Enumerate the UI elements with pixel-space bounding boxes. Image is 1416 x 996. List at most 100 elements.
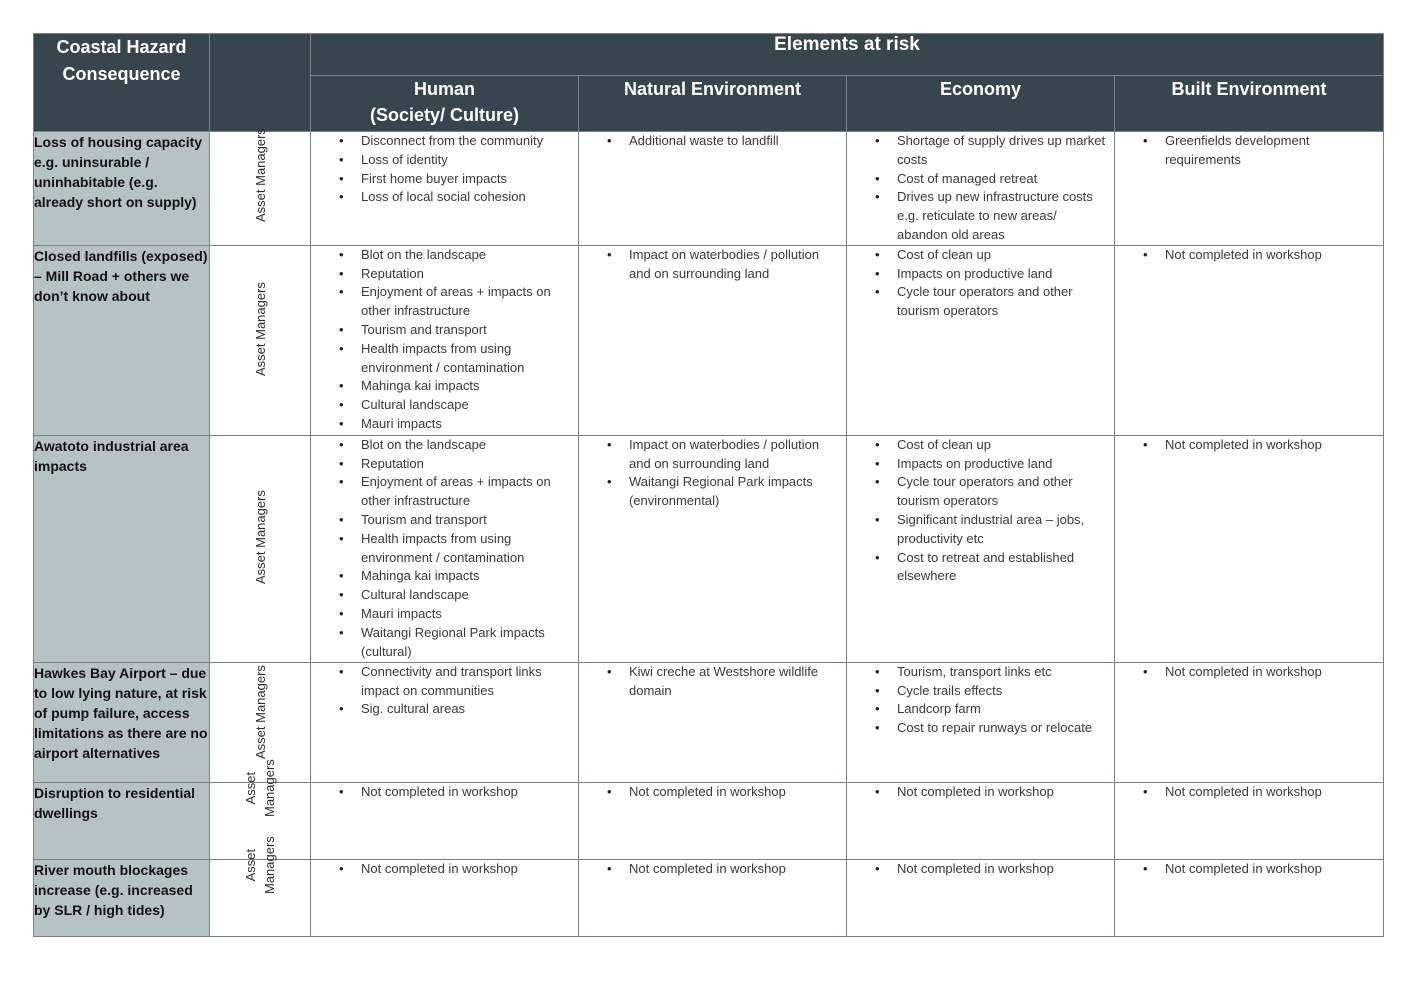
list-item: Cycle tour operators and other tourism o…: [875, 283, 1108, 321]
list-item: Cultural landscape: [339, 586, 572, 605]
hazard-cell: Closed landfills (exposed) – Mill Road +…: [33, 244, 210, 436]
hazard-header-line1: Coastal Hazard: [56, 37, 187, 57]
table-row: River mouth blockages increase (e.g. inc…: [33, 836, 1384, 937]
role-cell: Asset Managers: [209, 836, 311, 937]
role-label: Asset Managers: [241, 759, 279, 817]
human-cell: Not completed in workshop: [310, 858, 579, 937]
table-row: Loss of housing capacity e.g. uninsurabl…: [33, 128, 1384, 246]
list-item: Blot on the landscape: [339, 246, 572, 265]
list-item: Tourism and transport: [339, 511, 572, 530]
natural-environment-cell: Not completed in workshop: [578, 858, 847, 937]
list-item: Loss of local social cohesion: [339, 188, 572, 207]
built-environment-cell: Not completed in workshop: [1114, 781, 1384, 860]
list-item: Landcorp farm: [875, 700, 1108, 719]
economy-cell: Tourism, transport links etcCycle trails…: [846, 661, 1115, 783]
human-cell: Blot on the landscapeReputationEnjoyment…: [310, 244, 579, 436]
list-item: Cost of managed retreat: [875, 170, 1108, 189]
list-item: Mauri impacts: [339, 605, 572, 624]
coastal-hazard-table: Coastal Hazard Consequence Elements at r…: [33, 33, 1384, 937]
list-item: Impact on waterbodies / pollution and on…: [607, 436, 840, 474]
human-cell: Blot on the landscapeReputationEnjoyment…: [310, 434, 579, 663]
list-item: Additional waste to landfill: [607, 132, 840, 151]
built-environment-cell: Not completed in workshop: [1114, 434, 1384, 663]
list-item: Cost to retreat and established elsewher…: [875, 549, 1108, 587]
list-item: Cycle trails effects: [875, 682, 1108, 701]
list-item: Shortage of supply drives up market cost…: [875, 132, 1108, 170]
human-column-header: Human (Society/ Culture): [310, 75, 579, 132]
human-header-line1: Human: [413, 79, 475, 99]
list-item: Mauri impacts: [339, 415, 572, 434]
list-item: Enjoyment of areas + impacts on other in…: [339, 283, 572, 321]
hazard-cell: River mouth blockages increase (e.g. inc…: [33, 858, 210, 937]
table-header: Coastal Hazard Consequence Elements at r…: [33, 33, 1384, 132]
list-item: Cost of clean up: [875, 436, 1108, 455]
list-item: Impacts on productive land: [875, 455, 1108, 474]
list-item: Blot on the landscape: [339, 436, 572, 455]
economy-cell: Shortage of supply drives up market cost…: [846, 131, 1115, 246]
list-item: Tourism and transport: [339, 321, 572, 340]
list-item: Disconnect from the community: [339, 132, 572, 151]
built-environment-cell: Not completed in workshop: [1114, 858, 1384, 937]
list-item: Cost of clean up: [875, 246, 1108, 265]
list-item: Health impacts from using environment / …: [339, 530, 572, 568]
list-item: Reputation: [339, 455, 572, 474]
built-environment-column-header: Built Environment: [1114, 75, 1384, 132]
role-label-line1: Asset: [243, 848, 258, 882]
natural-environment-cell: Not completed in workshop: [578, 781, 847, 860]
list-item: Waitangi Regional Park impacts (environm…: [607, 473, 840, 511]
list-item: Sig. cultural areas: [339, 700, 572, 719]
hazard-cell: Loss of housing capacity e.g. uninsurabl…: [33, 131, 210, 246]
role-label-line2: Managers: [262, 835, 277, 894]
list-item: Greenfields development requirements: [1143, 132, 1377, 170]
natural-environment-cell: Additional waste to landfill: [578, 131, 847, 246]
economy-column-header: Economy: [846, 75, 1115, 132]
human-cell: Disconnect from the communityLoss of ide…: [310, 131, 579, 246]
list-item: Cost to repair runways or relocate: [875, 719, 1108, 738]
economy-cell: Not completed in workshop: [846, 858, 1115, 937]
list-item: Kiwi creche at Westshore wildlife domain: [607, 663, 840, 701]
built-environment-cell: Not completed in workshop: [1114, 244, 1384, 436]
list-item: Mahinga kai impacts: [339, 377, 572, 396]
list-item: Not completed in workshop: [1143, 663, 1377, 682]
list-item: Cycle tour operators and other tourism o…: [875, 473, 1108, 511]
natural-environment-column-header: Natural Environment: [578, 75, 847, 132]
list-item: Not completed in workshop: [339, 783, 572, 802]
economy-cell: Cost of clean upImpacts on productive la…: [846, 244, 1115, 436]
list-item: Mahinga kai impacts: [339, 567, 572, 586]
list-item: Reputation: [339, 265, 572, 284]
list-item: Not completed in workshop: [607, 860, 840, 879]
list-item: Not completed in workshop: [1143, 860, 1377, 879]
natural-environment-cell: Kiwi creche at Westshore wildlife domain: [578, 661, 847, 783]
role-label-line1: Asset: [243, 771, 258, 805]
table-row: Hawkes Bay Airport – due to low lying na…: [33, 661, 1384, 783]
list-item: First home buyer impacts: [339, 170, 572, 189]
role-label-line2: Managers: [262, 758, 277, 817]
hazard-header-line2: Consequence: [62, 64, 181, 84]
table-row: Closed landfills (exposed) – Mill Road +…: [33, 244, 1384, 436]
natural-environment-cell: Impact on waterbodies / pollution and on…: [578, 434, 847, 663]
hazard-cell: Hawkes Bay Airport – due to low lying na…: [33, 661, 210, 783]
list-item: Drives up new infrastructure costs e.g. …: [875, 188, 1108, 244]
role-label: Asset Managers: [253, 489, 268, 584]
human-cell: Not completed in workshop: [310, 781, 579, 860]
role-label: Asset Managers: [241, 836, 279, 894]
list-item: Not completed in workshop: [875, 783, 1108, 802]
list-item: Tourism, transport links etc: [875, 663, 1108, 682]
human-cell: Connectivity and transport links impact …: [310, 661, 579, 783]
human-header-line2: (Society/ Culture): [369, 105, 520, 125]
table-row: Awatoto industrial area impacts Asset Ma…: [33, 434, 1384, 663]
hazard-cell: Disruption to residential dwellings: [33, 781, 210, 860]
role-cell: Asset Managers: [209, 128, 311, 246]
built-environment-cell: Greenfields development requirements: [1114, 131, 1384, 246]
list-item: Not completed in workshop: [1143, 246, 1377, 265]
role-cell: Asset Managers: [209, 434, 311, 663]
list-item: Waitangi Regional Park impacts (cultural…: [339, 624, 572, 662]
list-item: Impact on waterbodies / pollution and on…: [607, 246, 840, 284]
role-label: Asset Managers: [253, 281, 268, 376]
hazard-cell: Awatoto industrial area impacts: [33, 434, 210, 663]
list-item: Not completed in workshop: [339, 860, 572, 879]
list-item: Connectivity and transport links impact …: [339, 663, 572, 701]
list-item: Not completed in workshop: [875, 860, 1108, 879]
role-cell: Asset Managers: [209, 244, 311, 436]
natural-environment-cell: Impact on waterbodies / pollution and on…: [578, 244, 847, 436]
